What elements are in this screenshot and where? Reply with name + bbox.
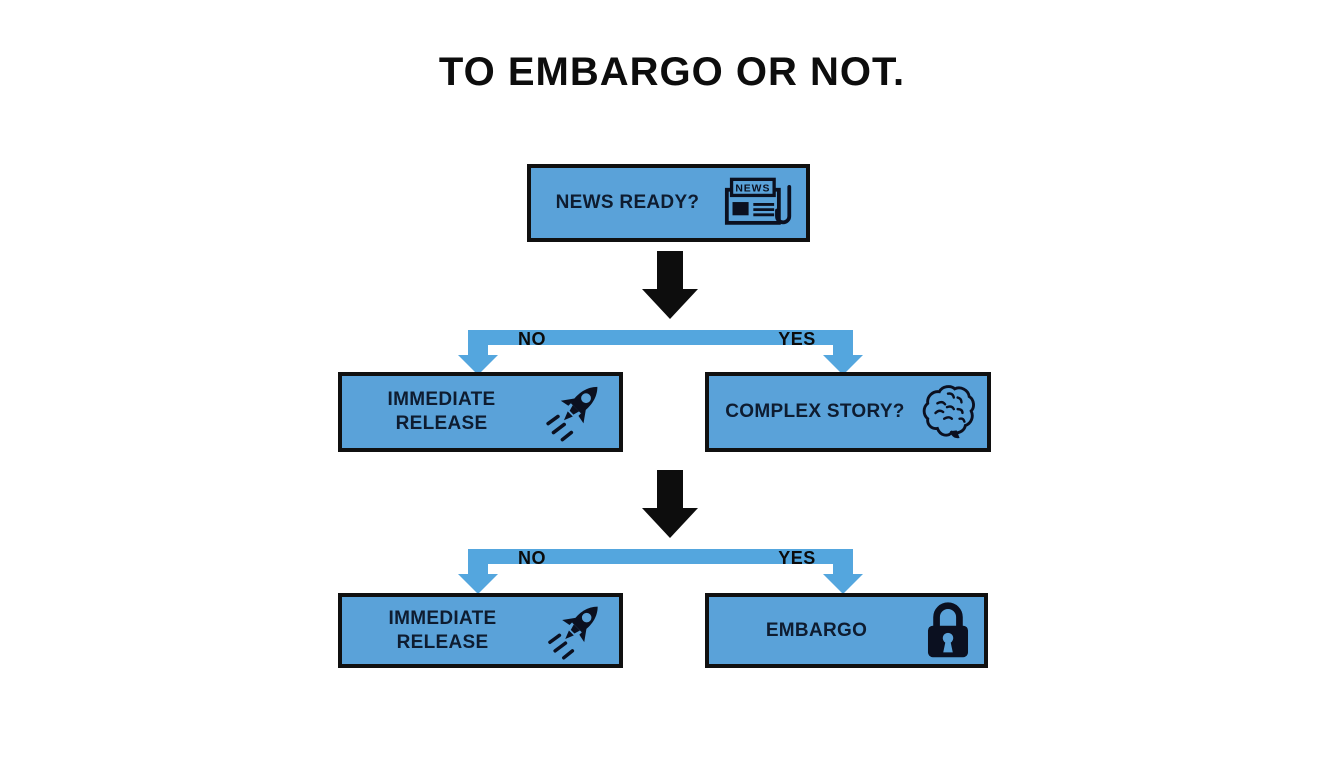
node-immediate-release-2: IMMEDIATE RELEASE <box>338 593 623 668</box>
node-news-ready: NEWS READY? NEWS <box>527 164 810 242</box>
branch2-no-label: NO <box>518 548 546 568</box>
newspaper-masthead-text: NEWS <box>735 184 770 195</box>
lock-icon <box>924 600 972 661</box>
branch1-yes-label: YES <box>778 329 816 349</box>
node-immediate-release-1: IMMEDIATE RELEASE <box>338 372 623 452</box>
branch2-yes-label: YES <box>778 548 816 568</box>
brain-icon <box>921 384 975 440</box>
node-immediate-release-1-label: IMMEDIATE RELEASE <box>387 389 496 434</box>
rocket-icon <box>541 379 607 445</box>
node-news-ready-label: NEWS READY? <box>555 192 700 214</box>
branch-connector-1 <box>458 330 863 375</box>
rocket-icon <box>543 599 607 663</box>
branch-connector-2 <box>458 549 863 594</box>
node-complex-story: COMPLEX STORY? <box>705 372 991 452</box>
node-complex-story-label: COMPLEX STORY? <box>725 401 905 423</box>
down-arrow-2 <box>642 470 698 538</box>
node-immediate-release-2-label: IMMEDIATE RELEASE <box>388 607 497 653</box>
down-arrow-1 <box>642 251 698 319</box>
branch1-no-label: NO <box>518 329 546 349</box>
node-embargo-label: EMBARGO <box>765 619 868 641</box>
page-title: TO EMBARGO OR NOT. <box>438 50 906 94</box>
node-embargo: EMBARGO <box>705 593 988 668</box>
newspaper-icon: NEWS <box>724 177 794 229</box>
